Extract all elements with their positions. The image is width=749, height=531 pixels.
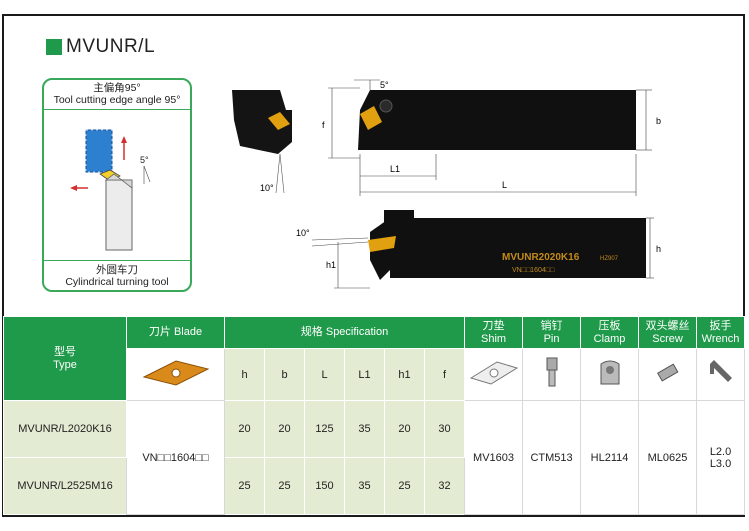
pin-icon (546, 357, 558, 387)
engrave-code: HZ907 (600, 256, 619, 262)
tool-type-caption: 外圆车刀 Cylindrical turning tool (44, 260, 190, 290)
screw-icon (656, 363, 679, 382)
blade-insert-icon (142, 360, 209, 386)
spec-header: 规格 Specification (223, 316, 466, 349)
row-2-h: 25 (224, 457, 265, 515)
top-view: 5° f b L1 L (322, 79, 661, 196)
engrave-model: MVUNR2020K16 (502, 252, 580, 263)
dim-L1: L1 (390, 164, 400, 174)
dim-L: L (502, 180, 507, 190)
cutting-angle-panel: 主偏角95° Tool cutting edge angle 95° 5° 外圆… (42, 78, 192, 292)
clamp-image-cell (580, 348, 640, 401)
dim-h: h (656, 244, 661, 254)
row-1-b: 20 (264, 400, 305, 458)
shank-front (390, 218, 646, 278)
blade-header: 刀片 Blade (126, 316, 225, 349)
spec-table: 型号 Type 刀片 Blade 规格 Specification 刀垫 Shi… (3, 316, 746, 515)
col-h1: h1 (384, 348, 425, 401)
workpiece (85, 129, 113, 173)
row-2-L: 150 (304, 457, 345, 515)
wrench-value: L2.0 L3.0 (696, 400, 746, 515)
clamp-icon (600, 360, 620, 385)
screw-header: 双头螺丝 Screw (638, 316, 698, 349)
row-1-type: MVUNR/L2020K16 (3, 400, 127, 458)
screw-image-cell (638, 348, 698, 401)
pin-header: 销钉 Pin (522, 316, 582, 349)
dim-f: f (322, 120, 325, 130)
title-marker (46, 39, 62, 55)
col-b: b (264, 348, 305, 401)
wrench-icon (709, 360, 732, 382)
tool-drawings: 10° 5° f b L1 L MVUNR2020K16 HZ907 VN□□1… (232, 79, 661, 289)
table-row: MVUNR/L2020K16 VN□□1604□□ 20 20 125 35 2… (3, 400, 746, 515)
clamp-value: HL2114 (580, 400, 640, 515)
cutting-angle-en: Tool cutting edge angle 95° (53, 94, 181, 106)
angle-label: 5° (140, 155, 149, 165)
wrench-header: 扳手 Wrench (696, 316, 746, 349)
row-2-h1: 25 (384, 457, 425, 515)
row-2-L1: 35 (344, 457, 385, 515)
tool-shank (105, 179, 133, 251)
col-L: L (304, 348, 345, 401)
col-h: h (224, 348, 265, 401)
row-2-f: 32 (423, 457, 466, 515)
dim-b: b (656, 116, 661, 126)
table-row: MVUNR/L2525M16 25 25 150 35 25 32 (3, 457, 745, 515)
wrench-image-cell (696, 348, 746, 401)
blade-value: VN□□1604□□ (126, 400, 225, 515)
shank-top (370, 90, 636, 150)
tool-type-en: Cylindrical turning tool (65, 276, 169, 288)
header-row: 型号 Type 刀片 Blade 规格 Specification 刀垫 Shi… (3, 316, 746, 401)
row-2-b: 25 (264, 457, 305, 515)
tool-type-cn: 外圆车刀 (96, 264, 138, 276)
dim-h1: h1 (326, 260, 336, 270)
end-view-angle: 10° (260, 183, 274, 193)
row-1-L: 125 (304, 400, 345, 458)
row-1-L1: 35 (344, 400, 385, 458)
pin-value: CTM513 (522, 400, 582, 515)
front-angle: 10° (296, 228, 310, 238)
front-view: MVUNR2020K16 HZ907 VN□□1604□□ 10° h1 h (296, 210, 661, 289)
pin-image-cell (522, 348, 582, 401)
title-row: MVUNR/L (46, 36, 155, 58)
engrave-insert: VN□□1604□□ (512, 267, 555, 274)
end-view: 10° (232, 90, 292, 194)
icon-row: h b L L1 h1 f (4, 348, 746, 401)
row-1-h: 20 (224, 400, 265, 458)
col-L1: L1 (344, 348, 385, 401)
shim-value: MV1603 (464, 400, 524, 515)
clamp-header: 压板 Clamp (580, 316, 640, 349)
cutting-angle-cn: 主偏角95° (93, 82, 141, 94)
shim-image-cell (464, 348, 524, 401)
row-2-type: MVUNR/L2525M16 (3, 457, 127, 515)
col-f: f (423, 348, 466, 401)
row-1-f: 30 (423, 400, 466, 458)
cutting-angle-caption: 主偏角95° Tool cutting edge angle 95° (44, 80, 190, 110)
shim-icon (469, 361, 518, 385)
shim-header: 刀垫 Shim (464, 316, 524, 349)
row-1-h1: 20 (384, 400, 425, 458)
top-angle: 5° (380, 80, 389, 90)
type-header: 型号 Type (3, 316, 127, 401)
turning-diagram: 5° (70, 129, 151, 251)
screw-value: ML0625 (638, 400, 698, 515)
page-title: MVUNR/L (66, 36, 156, 57)
blade-image-cell (126, 348, 225, 401)
